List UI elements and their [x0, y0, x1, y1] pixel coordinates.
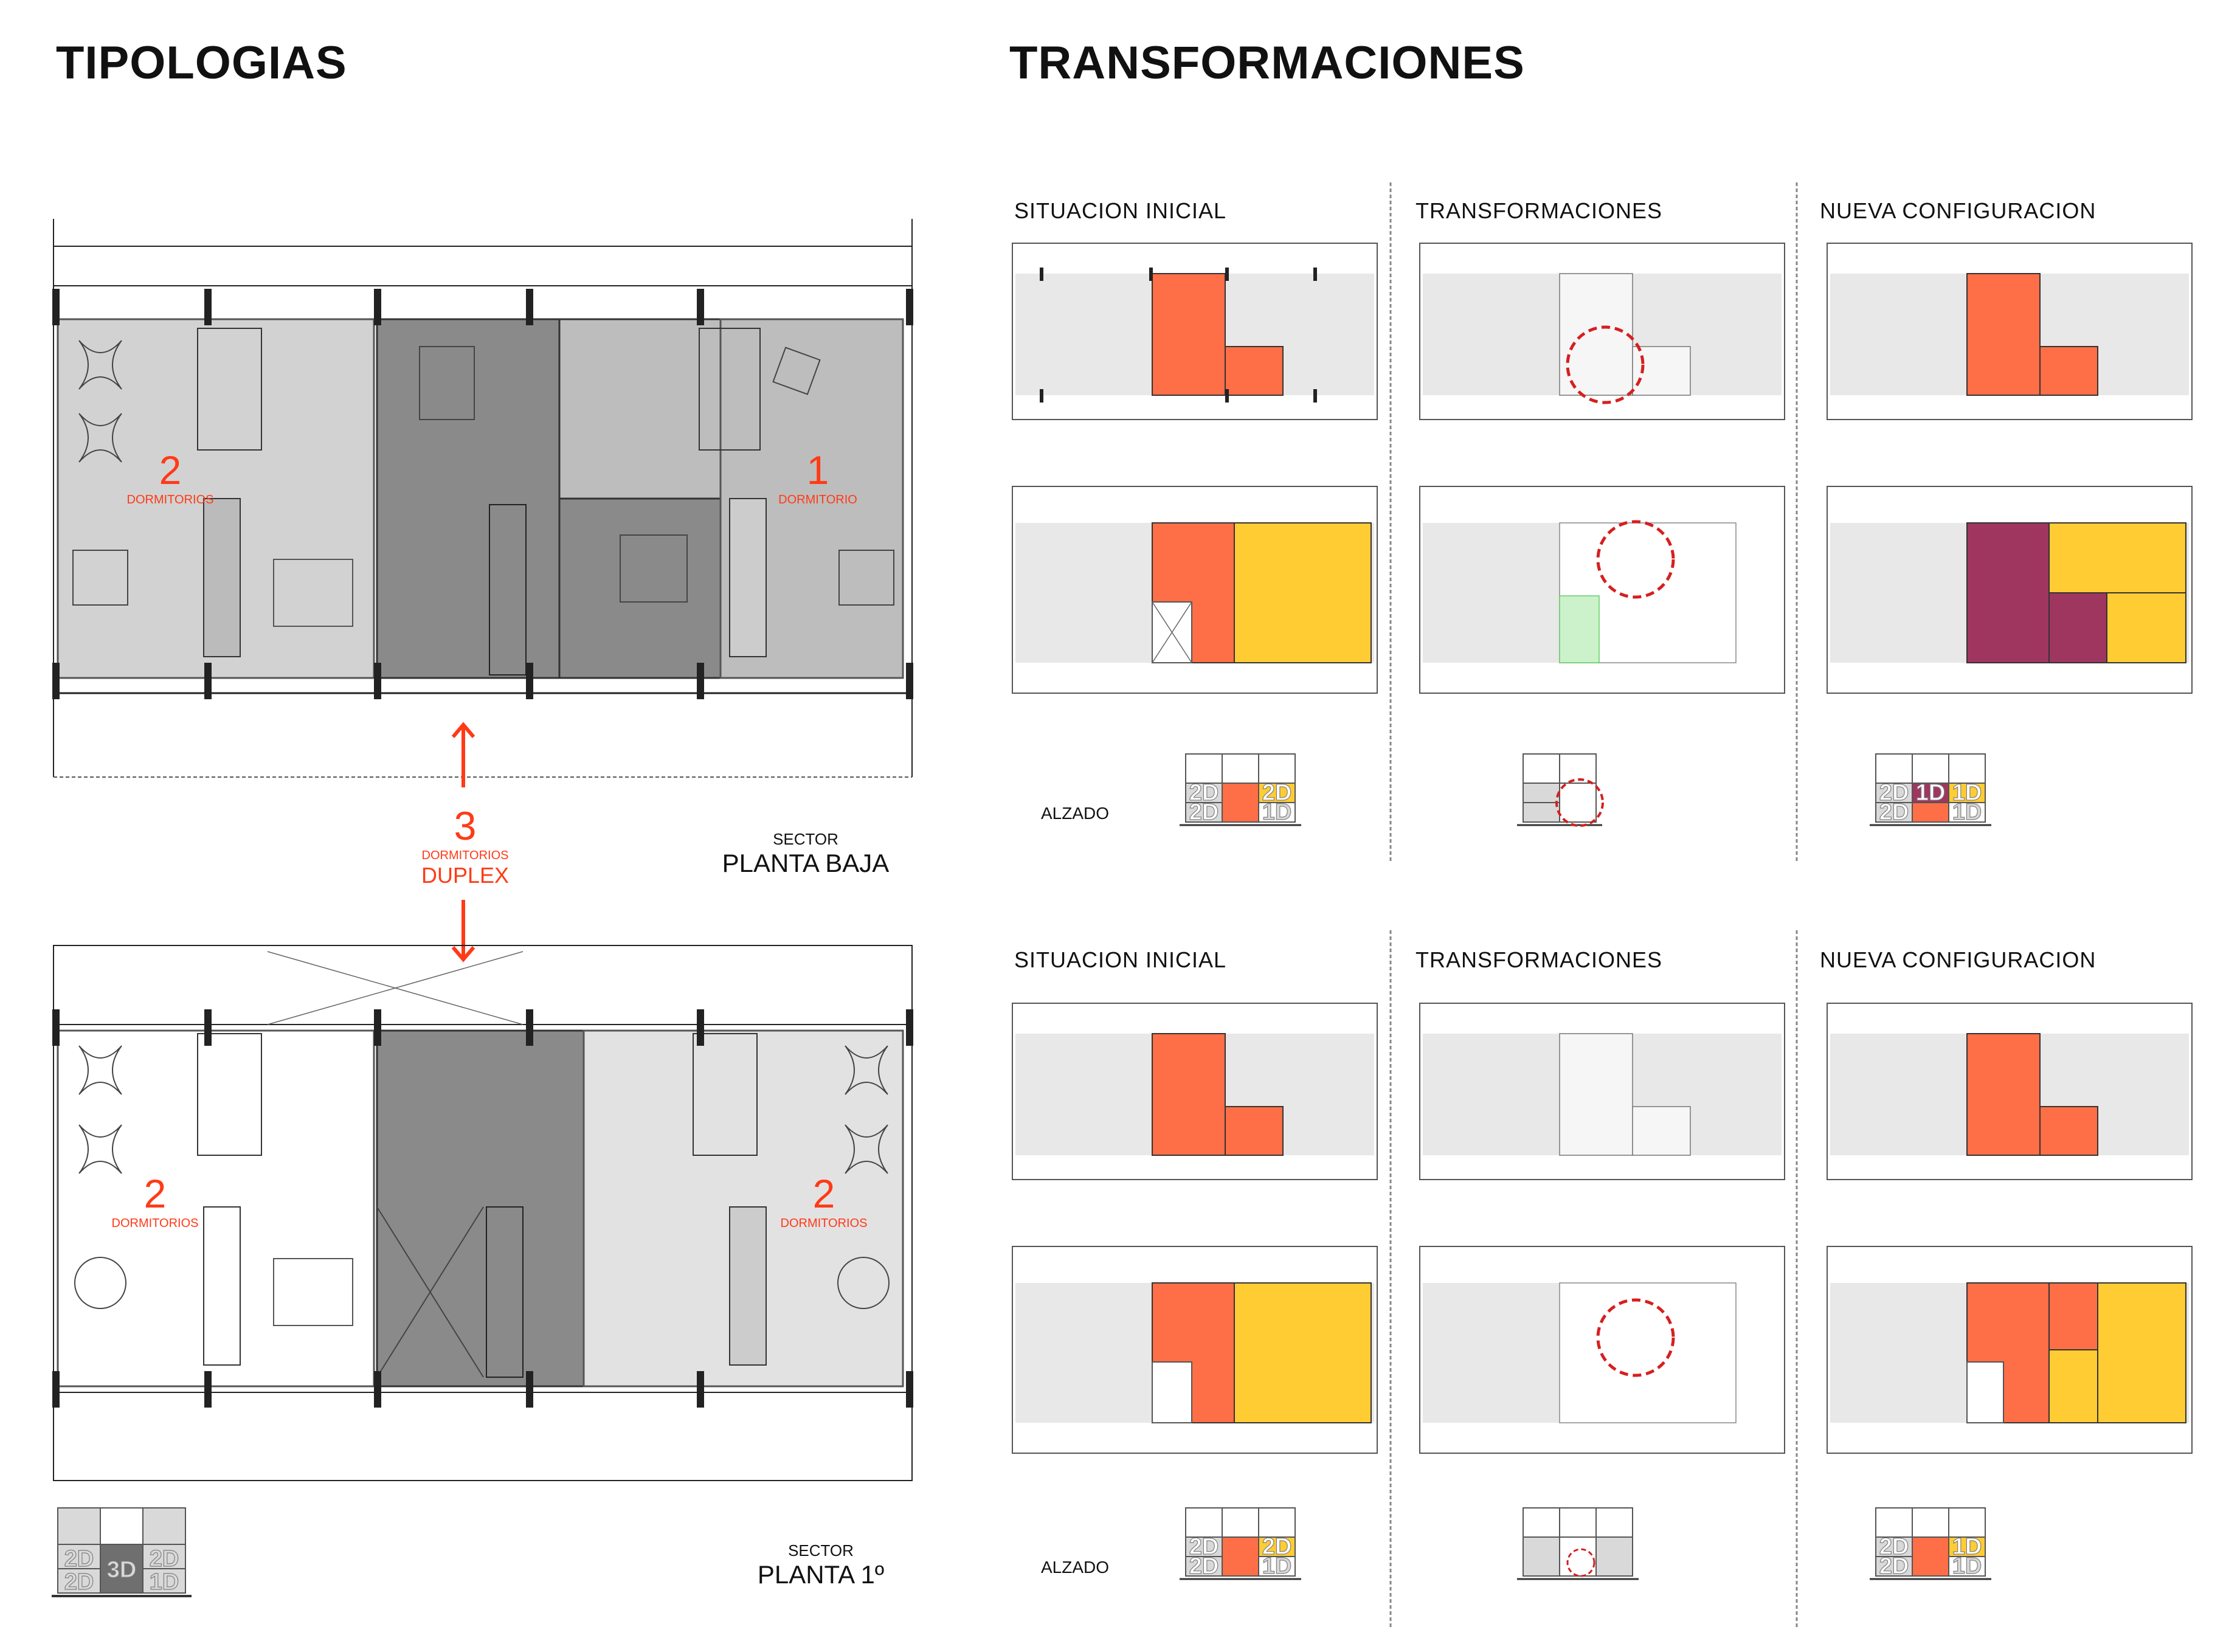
- panel-bottom-new-lower: [1827, 1246, 2193, 1454]
- panel-top-transform-lower: [1419, 486, 1785, 694]
- key-top-new-mid: 1D: [1916, 780, 1946, 806]
- key-bottom-new-tl: 2D: [1879, 1534, 1909, 1560]
- panel-top-initial-upper: [1012, 243, 1378, 420]
- sector-planta-baja: SECTOR PLANTA BAJA: [722, 830, 890, 877]
- panel-bottom-transform-lower: [1419, 1246, 1785, 1454]
- col-header-bottom-nueva-configuracion: NUEVA CONFIGURACION: [1820, 947, 2096, 972]
- heading-tipologias: TIPOLOGIAS: [56, 37, 347, 89]
- key-bottom-new-br: 1D: [1952, 1554, 1982, 1579]
- key-label-bottom-right: 1D: [150, 1569, 179, 1595]
- col-header-top-situacion-inicial: SITUACION INICIAL: [1014, 198, 1227, 223]
- panel-top-new-upper: [1827, 243, 2193, 420]
- col-header-top-nueva-configuracion: NUEVA CONFIGURACION: [1820, 198, 2096, 223]
- key-top-initial-tl: 2D: [1189, 780, 1219, 806]
- elevation-key-top-initial: 2D 2D 2D 1D: [1180, 753, 1301, 826]
- key-label-middle: 3D: [107, 1557, 137, 1583]
- key-top-initial-tr: 2D: [1262, 780, 1292, 806]
- col-header-top-transformaciones: TRANSFORMACIONES: [1415, 198, 1663, 223]
- sector-planta-1: SECTOR PLANTA 1º: [757, 1541, 885, 1589]
- key-label-top-right: 2D: [150, 1546, 179, 1572]
- elevation-key-bottom-transform: [1517, 1507, 1639, 1580]
- key-top-initial-bl: 2D: [1189, 800, 1219, 825]
- duplex-arrows: [451, 722, 475, 963]
- elevation-key-top-new: 2D 2D 1D 1D 1D: [1870, 753, 1991, 826]
- key-bottom-initial-tl: 2D: [1189, 1534, 1219, 1560]
- transformaciones-drawing: 2D 2D 2D 1D 2D 2D 1D 1D 1D: [1012, 182, 2193, 1630]
- elevation-key-bottom-initial: 2D 2D 2D 1D: [1180, 1507, 1301, 1580]
- tipologias-drawing: 2D 2D 3D 2D 1D: [52, 219, 913, 1597]
- key-top-new-tr: 1D: [1952, 780, 1982, 806]
- elevation-key-tipologias: 2D 2D 3D 2D 1D: [52, 1507, 192, 1597]
- label-2-dormitorios-lower-left: 2 DORMITORIOS: [111, 1171, 199, 1230]
- col-header-bottom-situacion-inicial: SITUACION INICIAL: [1014, 947, 1227, 972]
- alzado-label-top: ALZADO: [1041, 804, 1110, 823]
- panel-top-transform-upper: [1419, 243, 1785, 420]
- panel-top-initial-lower: [1012, 486, 1378, 694]
- panel-top-new-lower: [1827, 486, 2193, 694]
- col-header-bottom-transformaciones: TRANSFORMACIONES: [1415, 947, 1663, 972]
- key-top-new-tl: 2D: [1879, 780, 1909, 806]
- key-top-new-br: 1D: [1952, 800, 1982, 825]
- elevation-key-bottom-new: 2D 2D 1D 1D: [1870, 1507, 1991, 1580]
- label-1-dormitorio: 1 DORMITORIO: [778, 448, 857, 506]
- key-bottom-new-bl: 2D: [1879, 1554, 1909, 1579]
- key-bottom-initial-br: 1D: [1262, 1554, 1292, 1579]
- key-top-new-bl: 2D: [1879, 800, 1909, 825]
- floor-plan-planta-1: [52, 945, 913, 1481]
- panel-bottom-transform-upper: [1419, 1003, 1785, 1180]
- key-bottom-new-tr: 1D: [1952, 1534, 1982, 1560]
- elevation-key-top-transform: [1517, 753, 1604, 827]
- panel-bottom-new-upper: [1827, 1003, 2193, 1180]
- floor-plan-planta-baja: [52, 219, 913, 778]
- key-bottom-initial-tr: 2D: [1262, 1534, 1292, 1560]
- panel-bottom-initial-upper: [1012, 1003, 1378, 1180]
- key-label-bottom-left: 2D: [64, 1569, 94, 1595]
- label-2-dormitorios-upper: 2 DORMITORIOS: [126, 448, 214, 506]
- label-2-dormitorios-lower-right: 2 DORMITORIOS: [780, 1171, 868, 1230]
- label-3-dormitorios-duplex: 3 DORMITORIOS DUPLEX: [421, 803, 510, 888]
- heading-transformaciones: TRANSFORMACIONES: [1009, 37, 1525, 89]
- key-label-top-left: 2D: [64, 1546, 94, 1572]
- panel-bottom-initial-lower: [1012, 1246, 1378, 1454]
- key-bottom-initial-bl: 2D: [1189, 1554, 1219, 1579]
- key-top-initial-br: 1D: [1262, 800, 1292, 825]
- alzado-label-bottom: ALZADO: [1041, 1558, 1110, 1577]
